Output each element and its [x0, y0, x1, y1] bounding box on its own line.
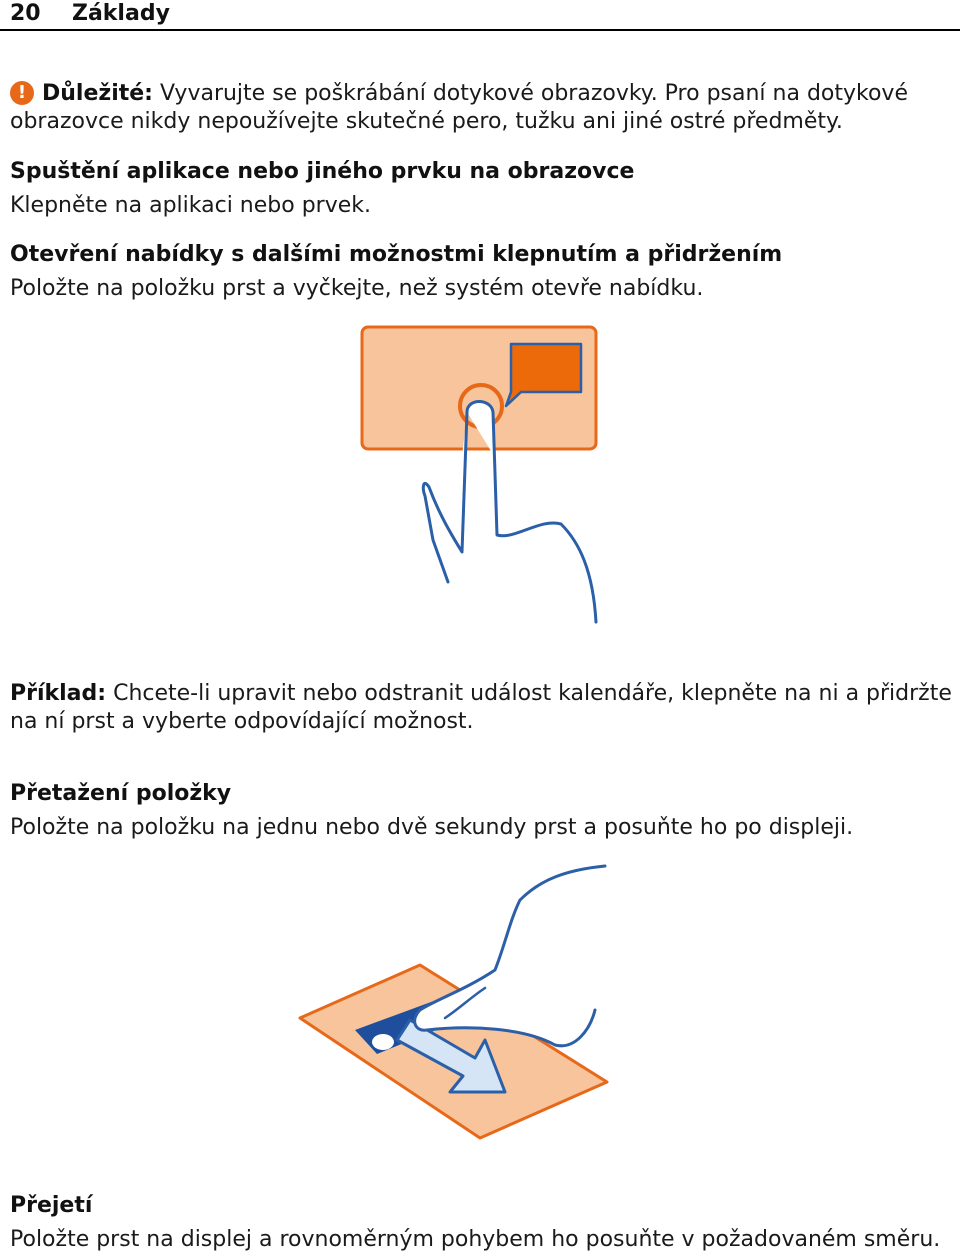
- section-swipe-body: Položte prst na displej a rovnoměrným po…: [10, 1227, 941, 1252]
- section-launch-heading: Spuštění aplikace nebo jiného prvku na o…: [10, 159, 635, 184]
- page-header: 20 Základy: [0, 0, 960, 31]
- section-hold: Otevření nabídky s dalšími možnostmi kle…: [10, 241, 955, 303]
- important-text-line-2: obrazovce nikdy nepoužívejte skutečné pe…: [10, 109, 843, 134]
- important-label: Důležité:: [42, 81, 153, 106]
- example-note: Příklad: Chcete-li upravit nebo odstrani…: [10, 680, 955, 736]
- tap-hold-illustration: [360, 325, 598, 624]
- drag-illustration: [298, 864, 609, 1140]
- example-text-line-2: na ní prst a vyberte odpovídající možnos…: [10, 709, 474, 734]
- drag-hand-icon: [413, 864, 607, 1048]
- drag-arrow-icon: [395, 1018, 507, 1094]
- section-drag: Přetažení položky Položte na položku na …: [10, 780, 955, 842]
- important-text-line-1: Vyvarujte se poškrábání dotykové obrazov…: [159, 81, 908, 106]
- context-menu-bubble-icon: [504, 342, 583, 408]
- example-text-line-1: Chcete-li upravit nebo odstranit událost…: [113, 681, 952, 706]
- section-swipe: Přejetí Položte prst na displej a rovnom…: [10, 1192, 955, 1254]
- page-number: 20: [10, 1, 41, 26]
- hand-icon: [421, 400, 598, 624]
- section-launch-body: Klepněte na aplikaci nebo prvek.: [10, 193, 371, 218]
- section-hold-body: Položte na položku prst a vyčkejte, než …: [10, 276, 704, 301]
- section-drag-heading: Přetažení položky: [10, 781, 232, 806]
- section-drag-body: Položte na položku na jednu nebo dvě sek…: [10, 815, 854, 840]
- warning-icon: !: [10, 81, 34, 105]
- section-hold-heading: Otevření nabídky s dalšími možnostmi kle…: [10, 242, 783, 267]
- important-note: ! Důležité: Vyvarujte se poškrábání dotyk…: [10, 80, 955, 136]
- section-title: Základy: [72, 1, 170, 26]
- section-swipe-heading: Přejetí: [10, 1193, 93, 1218]
- drag-hand-finger-detail: [443, 986, 487, 1020]
- section-launch: Spuštění aplikace nebo jiného prvku na o…: [10, 158, 955, 220]
- example-label: Příklad:: [10, 681, 107, 706]
- item-dot-icon: [372, 1034, 394, 1050]
